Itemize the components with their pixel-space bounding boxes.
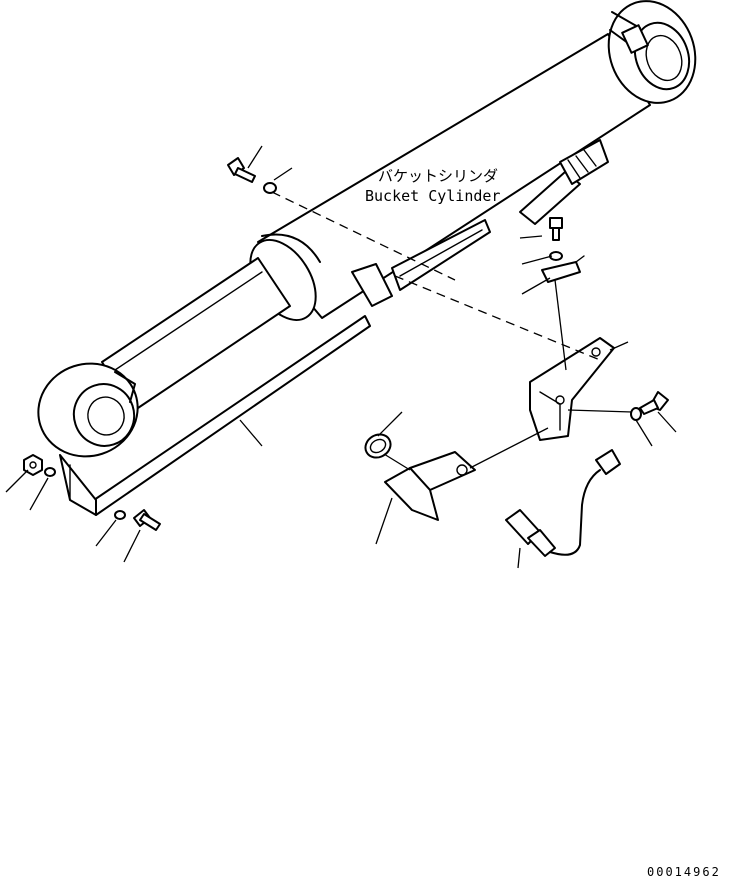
proximity-sensor	[505, 509, 556, 557]
sensor-mount-bracket	[529, 337, 615, 441]
sensor-rail	[391, 219, 491, 291]
washer-top	[263, 182, 277, 194]
hydraulic-hose-fitting	[351, 139, 609, 307]
sensor-cable	[549, 449, 621, 556]
sensor-holder-bracket	[384, 451, 476, 521]
assembly-lines	[271, 191, 633, 471]
rear-eye-mount	[607, 0, 697, 104]
caption-japanese: バケットシリンダ	[378, 167, 498, 185]
washer-right	[630, 407, 642, 421]
washer-left	[44, 467, 56, 477]
document-code: 00014962	[647, 865, 721, 879]
protection-plate	[59, 315, 371, 516]
bolt-right	[639, 391, 669, 415]
bolt-top	[227, 157, 256, 183]
nut-left	[23, 454, 43, 476]
washer-lower-left	[114, 510, 126, 520]
bolt-right-upper	[549, 217, 563, 241]
rod-eye-mount	[37, 362, 139, 458]
caption-english: Bucket Cylinder	[365, 187, 500, 205]
clip-bracket	[541, 255, 585, 283]
leader-lines	[5, 145, 677, 569]
bolt-lower-left	[133, 509, 161, 531]
o-ring	[364, 433, 392, 459]
